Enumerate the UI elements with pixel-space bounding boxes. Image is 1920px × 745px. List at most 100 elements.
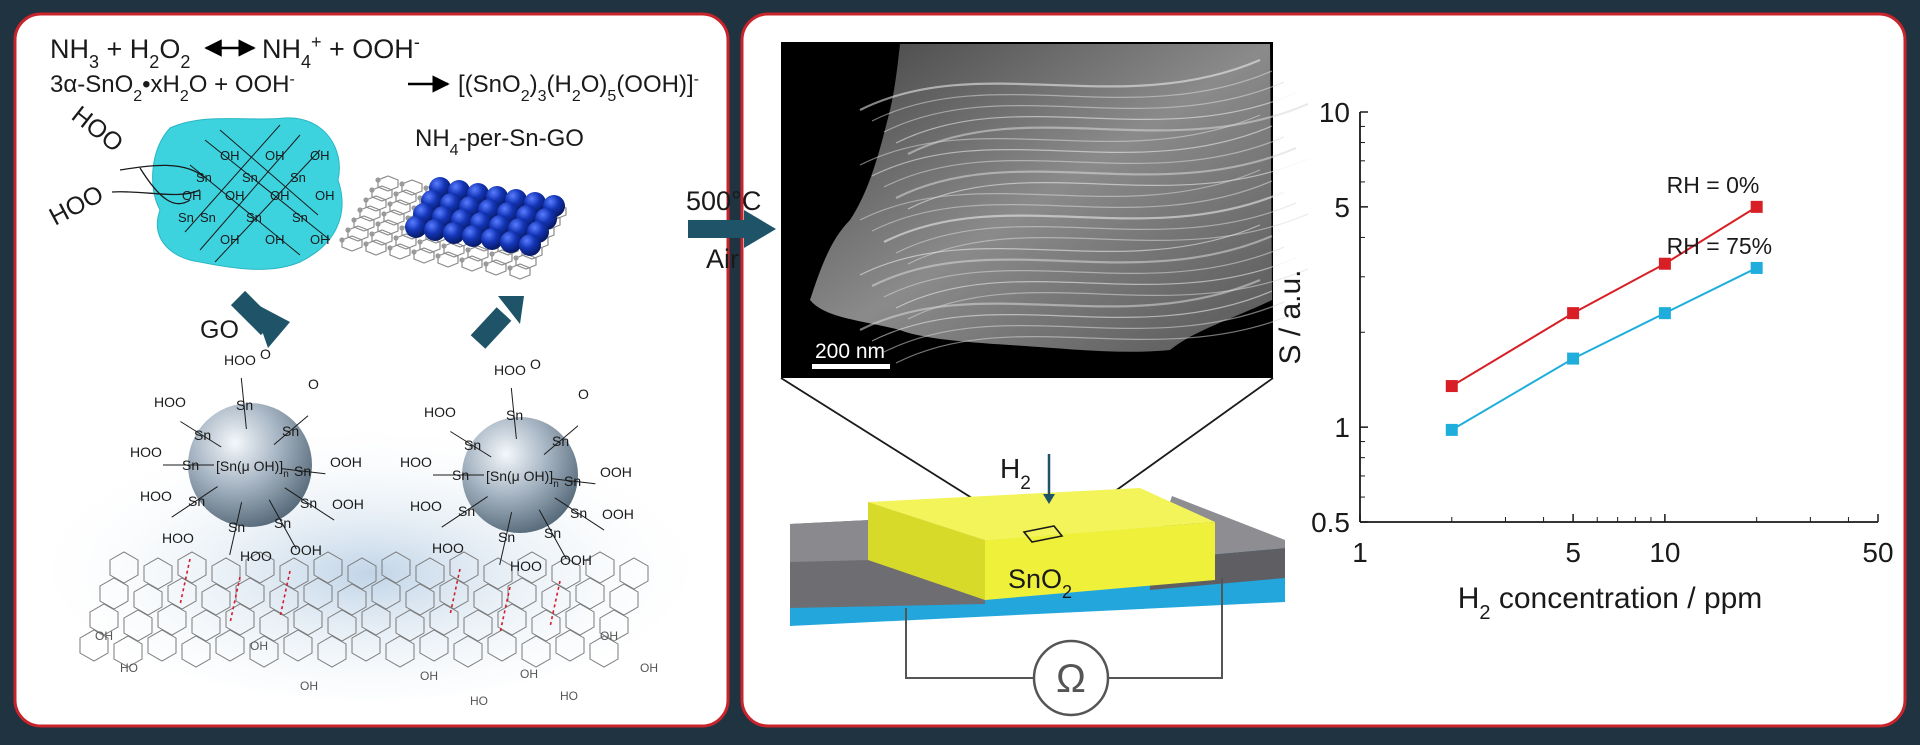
sphere-ligand-label: HOO: [162, 530, 194, 546]
cluster-oh-label: OH: [270, 188, 290, 203]
graphene-oxide-sheet: [79, 551, 649, 668]
go-hydroxyl-label: HO: [560, 689, 578, 703]
sphere-sn-label: Sn: [236, 397, 253, 413]
sphere-ligand-label: O: [308, 376, 319, 392]
sn-ooh-sphere-right: [Sn(μ OH)]nSnSnSnSnSnSnSnSnSnHOOHOOOOHOO…: [400, 356, 634, 634]
go-hydroxyl-label: OH: [640, 661, 658, 675]
go-hydroxyl-label: HO: [120, 661, 138, 675]
graphene-oxide-labels: OH OH OH OH OH OH OH HO HO HO: [95, 629, 658, 708]
anneal-arrow: [688, 210, 776, 248]
sphere-ligand-label: OOH: [290, 542, 322, 558]
cluster-oh-label: OH: [225, 188, 245, 203]
go-hydroxyl-label: OH: [95, 629, 113, 643]
sphere-ligand-label: HOO: [154, 394, 186, 410]
cluster-oh-label: OH: [265, 148, 285, 163]
sphere-ligand-label: O: [578, 386, 589, 402]
sphere-ligand-label: HOO: [424, 404, 456, 420]
zoom-region-marker: [1022, 525, 1064, 543]
data-point: [1658, 307, 1671, 320]
up-arrow: [470, 296, 524, 349]
data-point: [1567, 307, 1580, 320]
go-label: GO: [200, 316, 239, 344]
scale-bar-label: 200 nm: [815, 340, 885, 363]
x-axis-label: H2 concentration / ppm: [1458, 582, 1763, 624]
sn-ooh-sphere-left: [Sn(μ OH)]nSnSnSnSnSnSnSnSnSnHOOHOOOOHOO…: [130, 346, 364, 624]
y-axis-label: S / a.u.: [1274, 269, 1307, 364]
sphere-sn-label: Sn: [228, 519, 245, 535]
ohm-symbol: Ω: [1056, 657, 1086, 701]
series-line: [1451, 206, 1758, 387]
cluster-oh-label: OH: [310, 232, 330, 247]
series-label: RH = 75%: [1667, 233, 1772, 259]
sphere-ligand-label: O: [530, 356, 541, 372]
sphere-ligand-label: HOO: [410, 498, 442, 514]
data-point: [1750, 200, 1763, 213]
reaction-equation-2: 3α-SnO2•xH2O + OOH-: [50, 71, 295, 105]
cluster-oh-label: OH: [220, 232, 240, 247]
sphere-ligand-label: OOH: [332, 496, 364, 512]
series-line: [1451, 267, 1758, 431]
sphere-sn-label: Sn: [506, 407, 523, 423]
x-tick-label: 1: [1352, 537, 1368, 568]
go-hydroxyl-label: OH: [520, 667, 538, 681]
go-hydroxyl-label: OH: [300, 679, 318, 693]
sphere-ligand-label: HOO: [130, 444, 162, 460]
data-point: [1445, 423, 1458, 436]
y-tick-label: 5: [1334, 192, 1350, 223]
cluster-oh-label: OH: [265, 232, 285, 247]
sphere-sn-label: Sn: [498, 529, 515, 545]
reaction-equation-1-products: NH4+ + OOH-: [262, 32, 420, 72]
go-hydroxyl-label: HO: [470, 694, 488, 708]
data-point: [1567, 352, 1580, 365]
sem-image: 200 nm: [781, 42, 1309, 378]
sphere-ligand-label: HOO: [494, 362, 526, 378]
sphere-ligand-label: HOO: [510, 558, 542, 574]
x-tick-label: 50: [1862, 537, 1893, 568]
data-point: [1445, 380, 1458, 393]
gas-sensor-device: [790, 488, 1285, 717]
data-point: [1658, 257, 1671, 270]
temperature-label: 500°C: [686, 186, 761, 216]
h2-gas-label: H2: [1000, 453, 1031, 494]
atmosphere-label: Air: [706, 244, 739, 274]
x-tick-label: 10: [1649, 537, 1680, 568]
cluster-sn-label: Sn: [246, 210, 262, 225]
go-hydroxyl-label: OH: [600, 629, 618, 643]
cluster-oh-label: OH: [310, 148, 330, 163]
sphere-ligand-label: HOO: [224, 352, 256, 368]
sphere-ligand-label: OOH: [600, 464, 632, 480]
cluster-sn-label: Sn: [290, 170, 306, 185]
sphere-ligand-label: O: [260, 346, 271, 362]
go-hydroxyl-label: OH: [420, 669, 438, 683]
cluster-sn-label: Sn: [178, 210, 194, 225]
ohmmeter-icon: [1032, 639, 1110, 717]
sphere-ligand-label: OOH: [560, 552, 592, 568]
reaction-equation-1: NH3 + H2O2: [50, 34, 190, 72]
y-tick-label: 0.5: [1311, 507, 1350, 538]
go-arrow: [230, 290, 290, 348]
cluster-sn-label: Sn: [242, 170, 258, 185]
cluster-sn-label: Sn: [200, 210, 216, 225]
sphere-ligand-label: HOO: [432, 540, 464, 556]
sphere-ligand-label: HOO: [400, 454, 432, 470]
sphere-ligand-label: OOH: [330, 454, 362, 470]
go-hydroxyl-label: OH: [250, 639, 268, 653]
sphere-ligand-label: HOO: [140, 488, 172, 504]
data-point: [1750, 261, 1763, 274]
product-label: NH4-per-Sn-GO: [415, 125, 584, 159]
reaction-equation-2-product: [(SnO2)3(H2O)5(OOH)]-: [458, 71, 699, 105]
y-tick-label: 10: [1319, 97, 1350, 128]
graphene-with-sno2-spheres: [339, 175, 567, 280]
sno2-film-label: SnO2: [1008, 564, 1072, 602]
sphere-ligand-label: OOH: [602, 506, 634, 522]
y-tick-label: 1: [1334, 412, 1350, 443]
haze-background: [50, 420, 690, 700]
h2-arrow-head: [1043, 494, 1055, 504]
cluster-sn-label: Sn: [292, 210, 308, 225]
series-label: RH = 0%: [1667, 172, 1760, 198]
sphere-ligand-label: HOO: [240, 548, 272, 564]
cluster-oh-label: OH: [315, 188, 335, 203]
cluster-oh-label: OH: [220, 148, 240, 163]
